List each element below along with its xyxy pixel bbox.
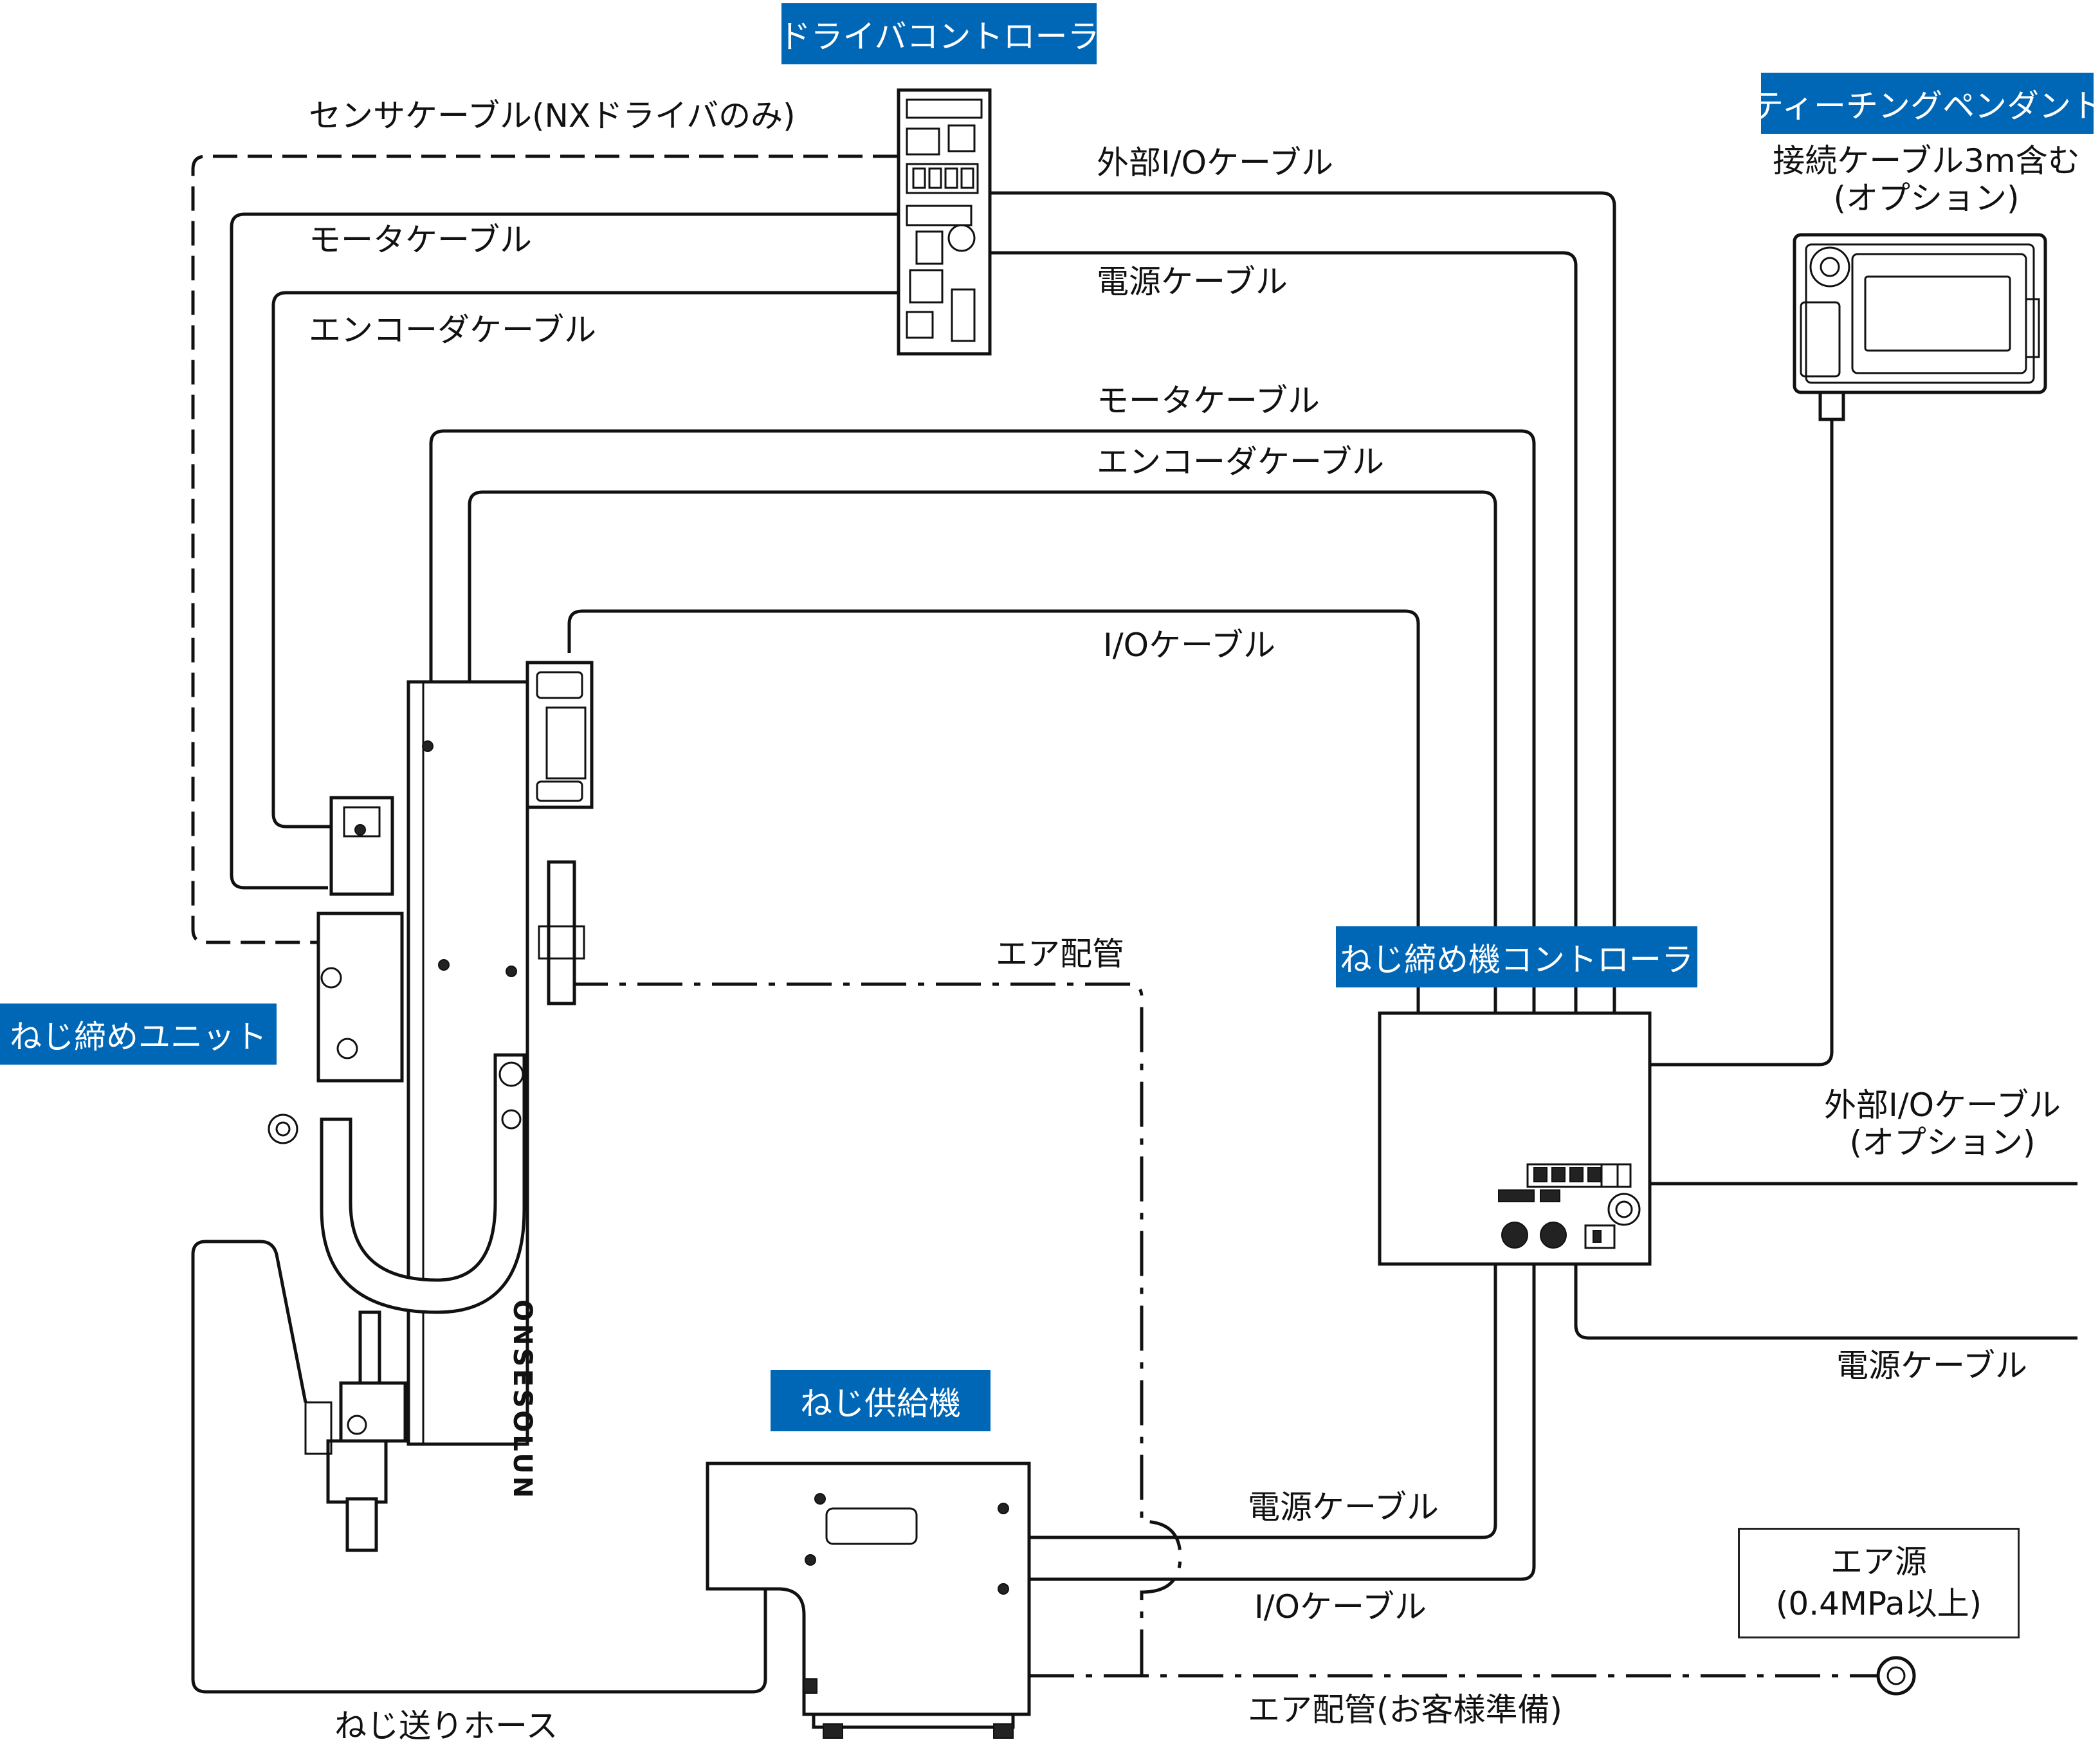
air-source-box: エア源 (0.4MPa以上): [1738, 1528, 2020, 1638]
ext-io-option-label: 外部I/Oケーブル (オプション): [1814, 1086, 2071, 1161]
ext-io-cable-label-top: 外部I/Oケーブル: [1097, 144, 1333, 181]
driver-controller-tag: ドライバコントローラ: [779, 3, 1100, 64]
sensor-cable-label: センサケーブル(NXドライバのみ): [309, 97, 796, 134]
unit-logo: ONSESOLUN: [507, 1299, 537, 1501]
air-customer-pipe-label: エア配管(お客様準備): [1248, 1691, 1563, 1728]
screw-feed-hose-line: [191, 1240, 767, 1694]
screw-feeder-device: [706, 1462, 1031, 1739]
teaching-pendant-tag: ティーチングペンダント: [1751, 73, 2100, 134]
screw-controller-tag: ねじ締め機コントローラ: [1336, 926, 1697, 987]
air-source-symbol: [1876, 1656, 1916, 1696]
feeder-io-cable-label: I/Oケーブル: [1254, 1588, 1427, 1626]
air-source-line2: (0.4MPa以上): [1775, 1585, 1982, 1622]
teaching-pendant-device: [1793, 233, 2047, 421]
pendant-cable-line: [1650, 418, 1834, 1067]
pendant-note: 接続ケーブル3m含む (オプション): [1756, 142, 2097, 217]
motor-cable-label-left: モータケーブル: [309, 221, 532, 259]
pendant-note-line1: 接続ケーブル3m含む: [1773, 142, 2080, 179]
ext-io-option-line1: 外部I/Oケーブル: [1824, 1086, 2061, 1124]
motor-cable-label-right: モータケーブル: [1097, 382, 1320, 419]
screw-unit-device: [268, 661, 594, 1552]
encoder-cable-line-right: [468, 490, 1497, 1013]
ext-io-cable-line-top: [991, 191, 1616, 1013]
encoder-cable-line-left: [271, 291, 897, 829]
power-cable-label-top: 電源ケーブル: [1097, 263, 1288, 300]
screw-unit-tag: ねじ締めユニット: [0, 1004, 277, 1065]
screw-controller-device: [1378, 1011, 1652, 1266]
power-cable-line-top: [991, 251, 1578, 1013]
driver-controller-device: [897, 88, 992, 356]
pendant-note-line2: (オプション): [1833, 179, 2020, 217]
motor-cable-line-left: [230, 212, 897, 890]
screw-feeder-tag: ねじ供給機: [771, 1370, 991, 1431]
io-cable-line-unit: [567, 609, 1420, 1013]
feeder-power-cable-label: 電源ケーブル: [1248, 1489, 1439, 1526]
feeder-io-cable-line: [1029, 1264, 1536, 1581]
ext-io-option-line2: (オプション): [1849, 1123, 2036, 1161]
encoder-cable-label-left: エンコーダケーブル: [309, 311, 596, 349]
motor-cable-line-right: [429, 429, 1536, 1013]
feeder-power-cable-line: [1029, 1264, 1497, 1539]
encoder-cable-label-right: エンコーダケーブル: [1097, 443, 1384, 481]
power-cable-line-right: [1574, 1264, 2077, 1340]
air-pipe-label: エア配管: [996, 935, 1124, 973]
air-source-line1: エア源: [1831, 1543, 1927, 1581]
io-cable-label-unit: I/Oケーブル: [1103, 627, 1275, 664]
air-pipe-line: [563, 982, 1182, 1676]
power-cable-label-right: 電源ケーブル: [1836, 1347, 2027, 1384]
screw-feed-hose-label: ねじ送りホース: [334, 1707, 558, 1745]
sensor-cable-line: [191, 154, 897, 944]
